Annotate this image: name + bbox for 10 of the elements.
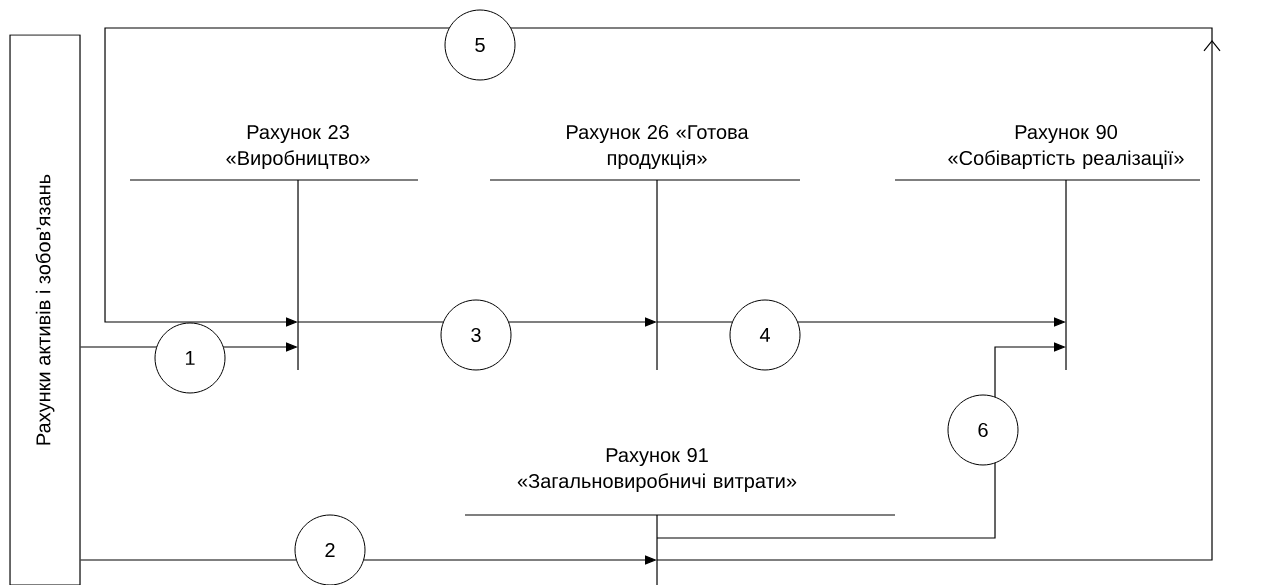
t-account: Рахунок 90 «Собівартість реалізації» — [894, 124, 1201, 371]
callout-number: 6 — [947, 394, 1019, 466]
callout-number: 2 — [294, 514, 366, 585]
callout-number: 4 — [729, 299, 801, 371]
callout-number: 3 — [440, 299, 512, 371]
callout-number: 1 — [154, 322, 226, 394]
t-account: Рахунок 91 «Загальновиробничі витрати» — [464, 447, 896, 585]
callout-number: 5 — [444, 9, 516, 81]
account-box: Рахунки активів і зобов’язань — [9, 34, 81, 585]
arrow — [104, 27, 1221, 561]
